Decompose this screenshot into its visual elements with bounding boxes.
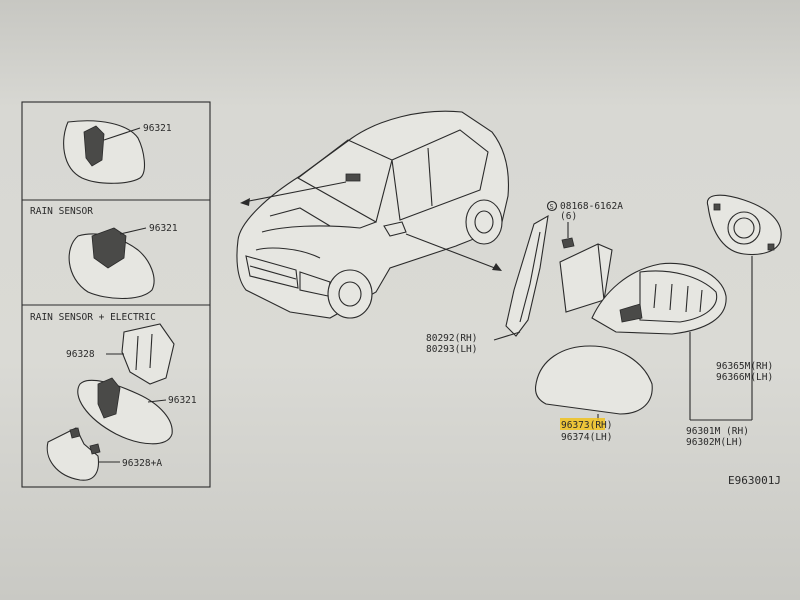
part-label: 96328 (66, 349, 95, 360)
part-label: 08168-6162A (560, 201, 623, 212)
part-label: 96321 (149, 223, 178, 234)
mirror-mount (83, 125, 105, 167)
mirror-glass (706, 194, 782, 256)
part-label: 96366M(LH) (716, 372, 773, 383)
actuator-brackets (653, 283, 703, 313)
rain-sensor-housing (91, 227, 127, 269)
mirror-cap (534, 345, 653, 415)
panel-basic-mirror: 96321 (63, 120, 172, 184)
screw-part: S 08168-6162A (6) (546, 200, 623, 249)
part-label: (6) (560, 211, 577, 222)
panel-rain-sensor-electric: RAIN SENSOR + ELECTRIC 96328 96321 96328… (30, 312, 197, 481)
screw-symbol-icon (546, 200, 558, 212)
mirror-base (559, 243, 613, 313)
part-label: 96302M(LH) (686, 437, 743, 448)
panel-title: RAIN SENSOR + ELECTRIC (30, 312, 156, 323)
rear-wheel (465, 199, 503, 245)
side-window (391, 129, 489, 221)
panel-frame (21, 101, 211, 488)
part-label: 96373(RH) (561, 420, 612, 431)
part-label: 96321 (143, 123, 172, 134)
svg-text:S: S (550, 203, 554, 211)
mirror-cap-part: 96373(RH) 96374(LH) (534, 345, 653, 443)
panel-title: RAIN SENSOR (30, 206, 93, 217)
mirror-glass-part: 96365M(RH) 96366M(LH) (706, 194, 782, 420)
leader-line (243, 181, 347, 203)
screw-icon (561, 237, 575, 249)
leader-line (405, 233, 501, 271)
vehicle-body (236, 110, 509, 319)
part-label: 96365M(RH) (716, 361, 773, 372)
diagram-code: E963001J (728, 474, 781, 487)
rearview-mirror-body (77, 379, 173, 445)
arrow-head (240, 198, 250, 206)
rearview-mirror-body (63, 120, 146, 184)
part-label: 96374(LH) (561, 432, 612, 443)
front-grille (245, 255, 299, 289)
seal-part: 80292(RH) 80293(LH) (426, 214, 549, 355)
mirror-housing (591, 262, 727, 335)
mirror-assembly: 96301M (RH) 96302M(LH) (591, 262, 752, 448)
sensor-cover (121, 323, 175, 385)
glass-motor-mount (727, 211, 761, 245)
mirror-mount (97, 377, 121, 419)
highlight-marker (560, 418, 605, 430)
door-mirror-marker (383, 221, 407, 237)
vehicle-illustration (236, 110, 509, 319)
part-label: 80293(LH) (426, 344, 477, 355)
interior-mirror-marker (345, 173, 361, 182)
arrow-head (492, 263, 502, 271)
part-label: 96321 (168, 395, 197, 406)
mirror-seal (505, 214, 549, 337)
lower-cover (46, 427, 100, 481)
part-label: 80292(RH) (426, 333, 477, 344)
panel-rain-sensor: RAIN SENSOR 96321 (30, 206, 178, 299)
front-wheel (327, 269, 373, 319)
part-label: 96328+A (122, 458, 162, 469)
left-panel-group (21, 101, 211, 488)
part-label: 96301M (RH) (686, 426, 749, 437)
